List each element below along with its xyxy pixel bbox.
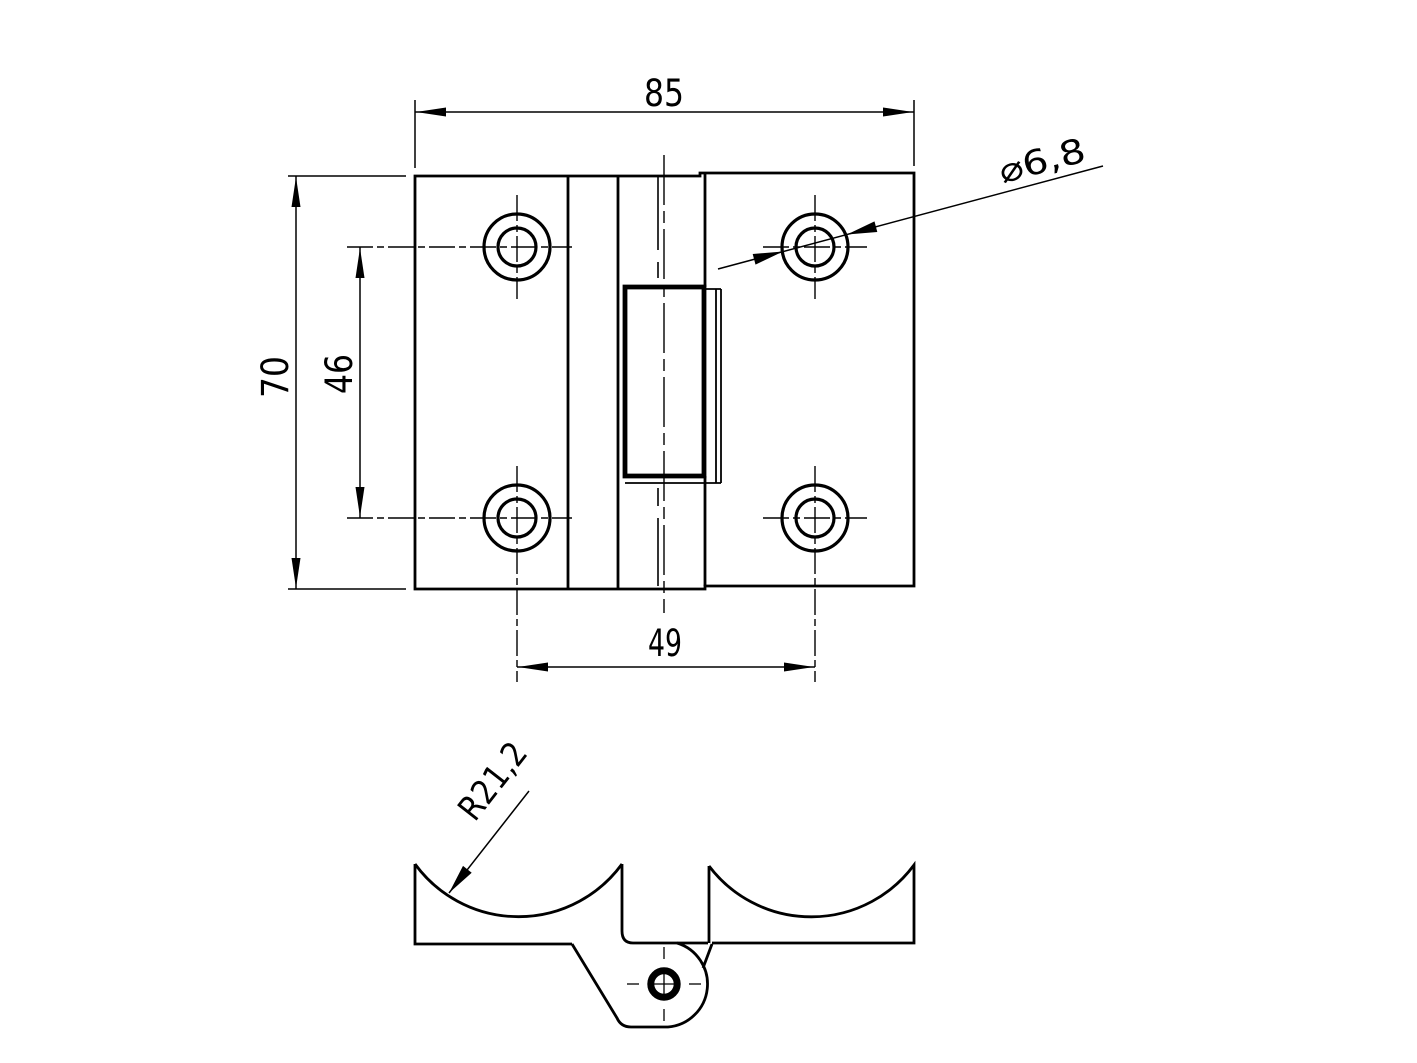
arrowhead	[449, 865, 472, 893]
screw-hole-top-left	[347, 195, 572, 299]
arrowhead	[355, 248, 365, 278]
arrowhead	[518, 662, 548, 672]
pin-hole-centerlines	[627, 947, 701, 1021]
profile-left-plate	[413, 863, 708, 946]
dim-height-label: 70	[254, 356, 297, 398]
radius-label: R21,2	[450, 734, 536, 828]
dim-radius	[448, 790, 530, 894]
hinge-outline	[413, 171, 916, 591]
dim-width	[414, 100, 915, 168]
dim-hole-rows	[355, 247, 365, 518]
arrowhead	[784, 662, 814, 672]
knuckle-outline	[622, 284, 707, 479]
dim-width-label: 85	[644, 72, 684, 115]
dim-hole-diameter	[717, 165, 1104, 270]
dim-hole-rows-label: 46	[318, 354, 361, 394]
screw-hole-bottom-left	[347, 466, 572, 682]
arrowhead	[291, 177, 301, 207]
profile-knuckle-lobe	[570, 941, 714, 1029]
arrowhead	[355, 487, 365, 517]
arrowhead	[847, 221, 878, 235]
arrowhead	[752, 251, 783, 265]
screw-hole-bottom-right	[763, 466, 867, 682]
arrowhead	[883, 107, 913, 117]
arrowhead	[416, 107, 446, 117]
dim-hole-columns	[517, 662, 815, 672]
profile-view	[413, 790, 916, 1029]
dim-height	[288, 175, 406, 590]
knuckle-sleeve-lines	[625, 288, 722, 484]
dim-hole-columns-label: 49	[648, 622, 682, 665]
profile-right-plate	[707, 860, 916, 945]
front-view	[288, 100, 1104, 682]
arrowhead	[291, 558, 301, 588]
screw-hole-top-right	[763, 195, 867, 299]
